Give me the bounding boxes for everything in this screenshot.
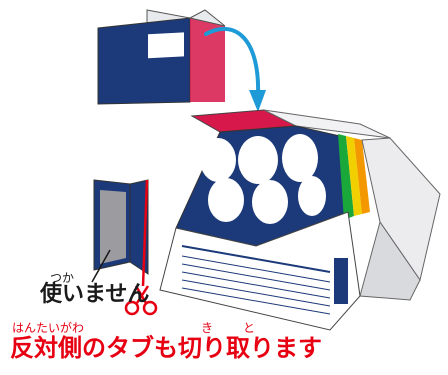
rainbow-strip: [338, 134, 370, 220]
cut-line: [141, 179, 149, 287]
unused-reading: つか: [50, 271, 75, 285]
instruction-reading-1: はんたいがわ: [12, 321, 85, 335]
instruction-label: 反対側のタブも切り取ります: [10, 334, 322, 362]
arrow-head-icon: [249, 90, 266, 112]
scissors-icon: [124, 285, 158, 316]
box-right-side: [361, 137, 441, 282]
unused-tab: [93, 179, 149, 275]
unused-pointer-line: [91, 249, 111, 283]
unused-label: 使いません: [40, 282, 150, 307]
detached-flap: [97, 9, 226, 105]
box-front-face: [175, 125, 349, 247]
box-info-panel: [159, 211, 361, 331]
instruction-reading-2: き: [201, 321, 214, 335]
instruction-reading-3: と: [243, 321, 256, 335]
curved-arrow-icon: [204, 27, 261, 98]
